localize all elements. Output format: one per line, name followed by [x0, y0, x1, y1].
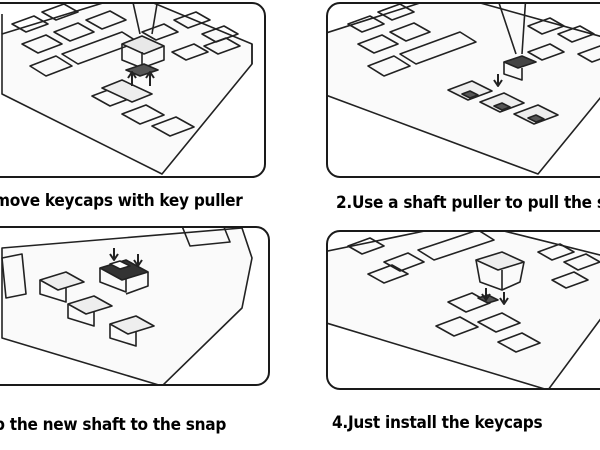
step-1-illustration [1, 4, 253, 175]
step-2-caption: 2.Use a shaft puller to pull the sh [336, 193, 600, 212]
step-3-illustration [1, 228, 253, 384]
step-1-panel [0, 2, 266, 178]
step-3-caption: p the new shaft to the snap [0, 415, 227, 434]
step-3-panel [0, 226, 270, 386]
step-2-panel [326, 2, 600, 178]
step-4-illustration [328, 232, 600, 388]
step-1-caption: move keycaps with key puller [0, 191, 243, 210]
step-4-caption: 4.Just install the keycaps [332, 413, 543, 432]
step-2-illustration [328, 4, 600, 175]
step-4-panel [326, 230, 600, 390]
